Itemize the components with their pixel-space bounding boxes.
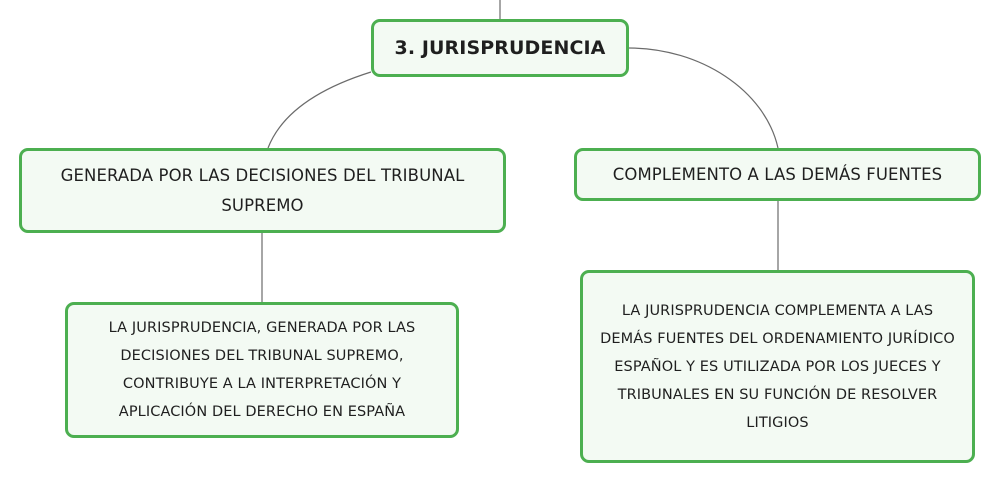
branch-node-tribunal-supremo[interactable]: GENERADA POR LAS DECISIONES DEL TRIBUNAL… <box>19 148 506 233</box>
branch-label-complemento: COMPLEMENTO A LAS DEMÁS FUENTES <box>612 165 943 184</box>
detail-node-interpretacion[interactable]: LA JURISPRUDENCIA, GENERADA POR LAS DECI… <box>65 302 459 438</box>
connector-root-to-left-branch <box>267 71 372 149</box>
detail-text-resolver-litigios: LA JURISPRUDENCIA COMPLEMENTA A LAS DEMÁ… <box>600 302 955 431</box>
root-topic-node[interactable]: 3. JURISPRUDENCIA <box>371 19 629 77</box>
branch-label-tribunal-supremo: GENERADA POR LAS DECISIONES DEL TRIBUNAL… <box>60 165 465 215</box>
detail-node-resolver-litigios[interactable]: LA JURISPRUDENCIA COMPLEMENTA A LAS DEMÁ… <box>580 270 975 463</box>
branch-node-complemento[interactable]: COMPLEMENTO A LAS DEMÁS FUENTES <box>574 148 981 201</box>
detail-text-interpretacion: LA JURISPRUDENCIA, GENERADA POR LAS DECI… <box>108 320 416 420</box>
root-topic-label: 3. JURISPRUDENCIA <box>394 37 606 59</box>
connector-root-to-right-branch <box>628 47 779 149</box>
